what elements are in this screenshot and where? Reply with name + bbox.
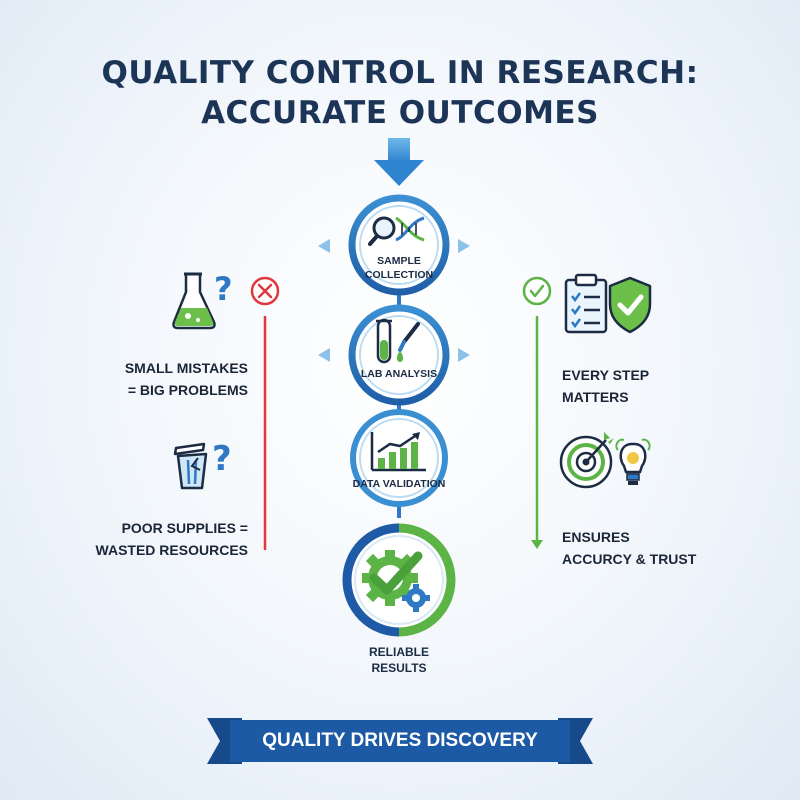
banner-text: QUALITY DRIVES DISCOVERY xyxy=(262,730,538,751)
banner-ribbon xyxy=(207,718,593,764)
top-down-arrow-icon xyxy=(374,138,424,186)
step-lab-analysis-label: LAB ANALYSIS xyxy=(360,368,438,380)
trash-question-icon: ? xyxy=(170,430,242,492)
magnifier-dna-icon xyxy=(368,210,430,254)
flask-question-icon: ? xyxy=(170,270,240,332)
step-reliable-results-label: RELIABLE RESULTS xyxy=(369,645,429,676)
bar-chart-growth-icon xyxy=(370,430,428,472)
svg-text:?: ? xyxy=(214,270,233,308)
title-line-2: ACCURATE OUTCOMES xyxy=(201,95,599,131)
right-item-ensures: ENSURES ACCURCY & TRUST xyxy=(562,529,697,567)
target-lightbulb-icon xyxy=(558,428,660,492)
right-arrow-head-icon xyxy=(531,540,543,549)
left-item-poor-supplies: POOR SUPPLIES = WASTED RESOURCES xyxy=(95,520,248,558)
svg-text:?: ? xyxy=(212,439,232,479)
left-item-small-mistakes: SMALL MISTAKES = BIG PROBLEMS xyxy=(124,360,248,398)
side-arrows xyxy=(318,239,470,362)
step-data-validation-label: DATA VALIDATION xyxy=(352,478,446,490)
clipboard-shield-icon xyxy=(562,272,654,336)
right-item-every-step: EVERY STEP MATTERS xyxy=(562,367,650,405)
x-circle-icon xyxy=(250,276,280,306)
title-line-1: QUALITY CONTROL IN RESEARCH: xyxy=(101,55,699,91)
test-tube-dropper-icon xyxy=(370,318,430,368)
step-sample-collection-label: SAMPLE COLLECTION xyxy=(364,255,434,282)
step-data-validation-ring xyxy=(350,409,448,507)
check-circle-icon xyxy=(522,276,552,306)
gear-checkmark-icon xyxy=(352,538,442,620)
